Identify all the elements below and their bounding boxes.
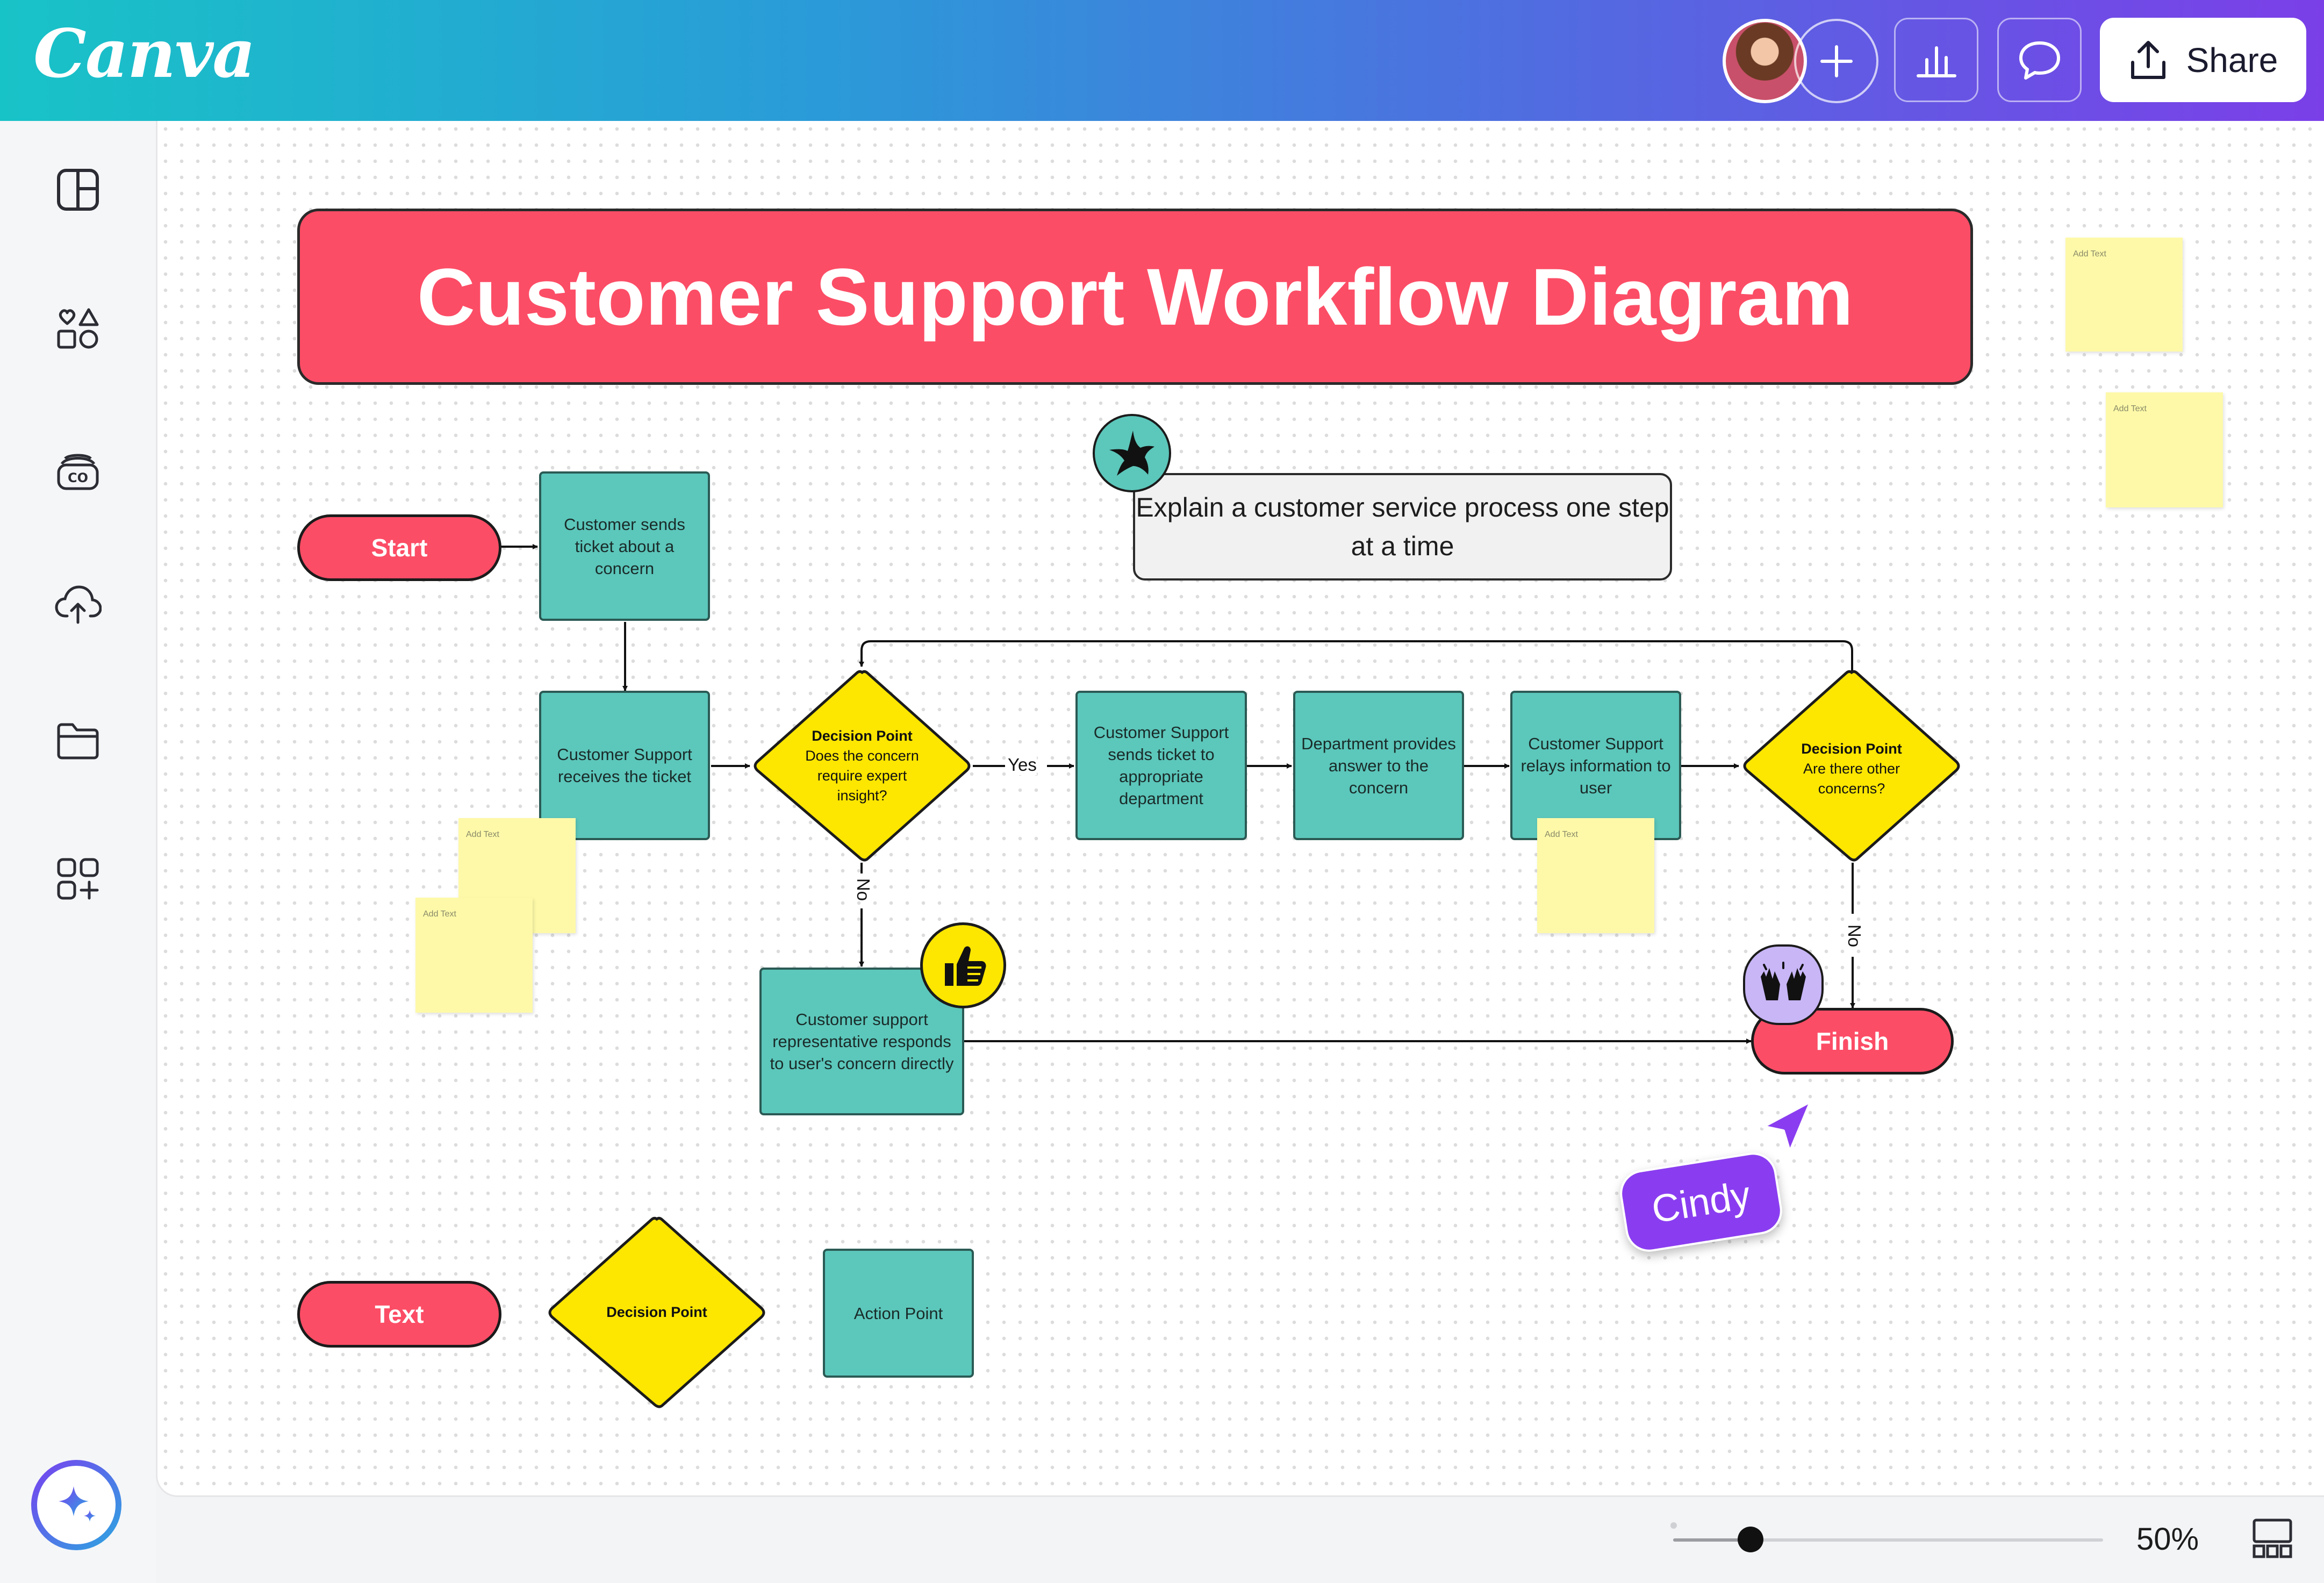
step-customer-sends-ticket[interactable]: Customer sends ticket about a concern	[539, 471, 710, 621]
sticky-note[interactable]: Add Text	[1537, 818, 1654, 933]
sticky-note[interactable]: Add Text	[2106, 392, 2223, 507]
comments-button[interactable]	[1997, 18, 2082, 102]
sidebar-item-elements[interactable]	[51, 301, 105, 355]
left-sidebar	[0, 121, 156, 1583]
raised-hands-icon	[1761, 962, 1806, 1000]
cursor-pointer-icon	[1761, 1099, 1813, 1154]
decision-title: Decision Point	[812, 728, 913, 744]
page-view-button[interactable]	[2251, 1517, 2294, 1560]
canva-logo[interactable]: Canva	[33, 15, 256, 93]
sidebar-item-uploads[interactable]	[51, 576, 105, 630]
top-bar: Canva Share	[0, 0, 2324, 121]
zoom-slider-track[interactable]	[1673, 1538, 2103, 1542]
sidebar-item-brand[interactable]: CO	[51, 443, 105, 497]
svg-text:CO: CO	[68, 470, 88, 485]
thumbs-up-icon	[945, 946, 986, 986]
decision-title: Decision Point	[1801, 741, 1902, 757]
apps-icon	[57, 858, 99, 900]
zoom-percentage[interactable]: 50%	[2136, 1522, 2199, 1557]
plus-icon	[1820, 45, 1853, 77]
decision-question: Does the concern require expert insight?	[805, 748, 919, 804]
folder-icon	[57, 723, 99, 760]
zoom-slider-fill	[1673, 1538, 1751, 1542]
step-department-answers[interactable]: Department provides answer to the concer…	[1293, 691, 1464, 840]
legend-action-point[interactable]: Action Point	[823, 1249, 974, 1378]
layout-icon	[2253, 1518, 2292, 1558]
diamond-shape	[548, 1216, 765, 1408]
yes-label: Yes	[1008, 755, 1037, 775]
legend-decision-point[interactable]: Decision Point	[546, 1216, 765, 1408]
thumbs-up-sticker[interactable]	[920, 922, 1006, 1008]
sidebar-item-projects[interactable]	[51, 714, 105, 768]
step-support-receives-ticket[interactable]: Customer Support receives the ticket	[539, 691, 710, 840]
diamond-shape	[754, 670, 971, 862]
legend-text-terminal[interactable]: Text	[297, 1281, 501, 1348]
diamond-shape	[1743, 670, 1960, 862]
share-button[interactable]: Share	[2100, 18, 2306, 102]
user-avatar[interactable]	[1723, 19, 1807, 103]
step-relay-to-user[interactable]: Customer Support relays information to u…	[1510, 691, 1681, 840]
legend-decision-label: Decision Point	[606, 1304, 707, 1320]
bar-chart-icon	[1916, 46, 1956, 77]
zoom-min-dot	[1670, 1522, 1677, 1529]
sticky-note[interactable]: Add Text	[415, 898, 533, 1013]
connector-loop-back	[859, 640, 1853, 672]
sticky-note[interactable]: Add Text	[2065, 238, 2183, 352]
decision-other-concerns[interactable]: Decision Point Are there other concerns?	[1740, 669, 1960, 862]
assistant-button[interactable]	[33, 1462, 119, 1548]
no-label-2: No	[1844, 924, 1865, 948]
step-send-to-department[interactable]: Customer Support sends ticket to appropr…	[1075, 691, 1247, 840]
celebrate-sticker[interactable]	[1743, 944, 1824, 1025]
step-representative-responds[interactable]: Customer support representative responds…	[759, 968, 964, 1115]
decision-question: Are there other concerns?	[1803, 761, 1900, 797]
zoom-slider-knob[interactable]	[1738, 1527, 1763, 1552]
diagram-title[interactable]: Customer Support Workflow Diagram	[297, 209, 1973, 385]
no-label-1: No	[853, 878, 874, 901]
elements-icon	[57, 308, 99, 349]
design-panel-icon	[57, 169, 99, 211]
sidebar-item-design[interactable]	[51, 163, 105, 217]
decision-expert-insight[interactable]: Decision Point Does the concern require …	[751, 669, 971, 862]
upload-cloud-icon	[55, 585, 102, 624]
add-collaborator-button[interactable]	[1794, 19, 1878, 103]
star-sticker[interactable]	[1093, 414, 1171, 492]
start-terminal[interactable]: Start	[297, 514, 501, 581]
comment-icon	[2019, 41, 2060, 80]
sparkle-icon	[59, 1486, 96, 1522]
prompt-note[interactable]: Explain a customer service process one s…	[1133, 473, 1672, 581]
share-icon	[2131, 40, 2165, 79]
sidebar-item-apps[interactable]	[51, 852, 105, 906]
star-icon	[1109, 431, 1154, 476]
brand-icon: CO	[57, 454, 99, 490]
insights-button[interactable]	[1894, 18, 1978, 102]
share-label: Share	[2186, 40, 2278, 80]
